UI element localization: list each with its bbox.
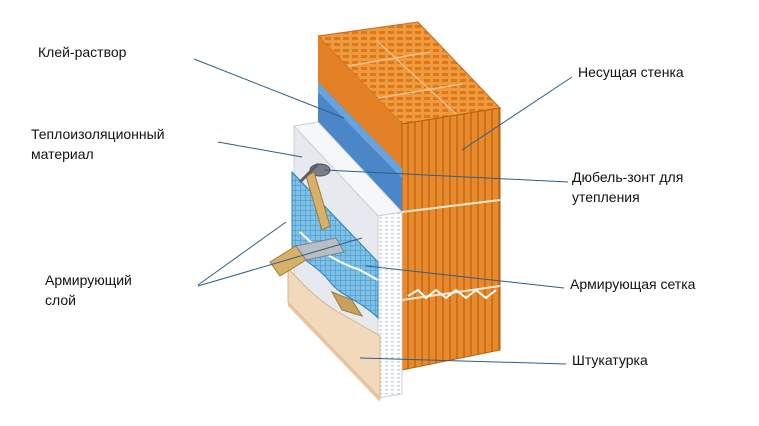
trowel-graphic bbox=[269, 237, 364, 317]
leader-plaster bbox=[359, 357, 567, 365]
label-reinforcing-layer: Армирующий слой bbox=[45, 270, 132, 310]
label-reinforcing-mesh: Армирующая сетка bbox=[570, 276, 696, 292]
label-glue: Клей-раствор bbox=[38, 44, 127, 60]
leader-glue bbox=[193, 58, 345, 119]
leader-reinforcing-layer-2 bbox=[197, 237, 363, 287]
label-insulation-line1: Теплоизоляционный bbox=[31, 126, 165, 142]
dowel-graphic bbox=[298, 162, 331, 231]
label-plaster: Штукатурка bbox=[572, 352, 648, 368]
label-reinforcing-layer-line2: слой bbox=[45, 292, 76, 308]
leader-wall bbox=[461, 76, 573, 151]
label-reinforcing-layer-line1: Армирующий bbox=[45, 272, 132, 288]
label-load-bearing-wall: Несущая стенка bbox=[578, 64, 684, 80]
leader-reinforcing-layer-1 bbox=[197, 221, 287, 286]
glue-layer-graphic bbox=[318, 82, 402, 212]
label-insulation: Теплоизоляционный материал bbox=[31, 124, 165, 164]
label-dowel-line2: утепления bbox=[572, 189, 640, 205]
label-insulation-line2: материал bbox=[31, 146, 94, 162]
label-dowel-line1: Дюбель-зонт для bbox=[572, 169, 684, 185]
label-dowel: Дюбель-зонт для утепления bbox=[572, 167, 683, 207]
leader-mesh bbox=[365, 265, 565, 289]
leader-lines bbox=[193, 58, 573, 365]
leader-insulation bbox=[217, 141, 303, 158]
leader-dowel bbox=[323, 169, 569, 183]
plaster-layer-graphic bbox=[287, 266, 381, 402]
